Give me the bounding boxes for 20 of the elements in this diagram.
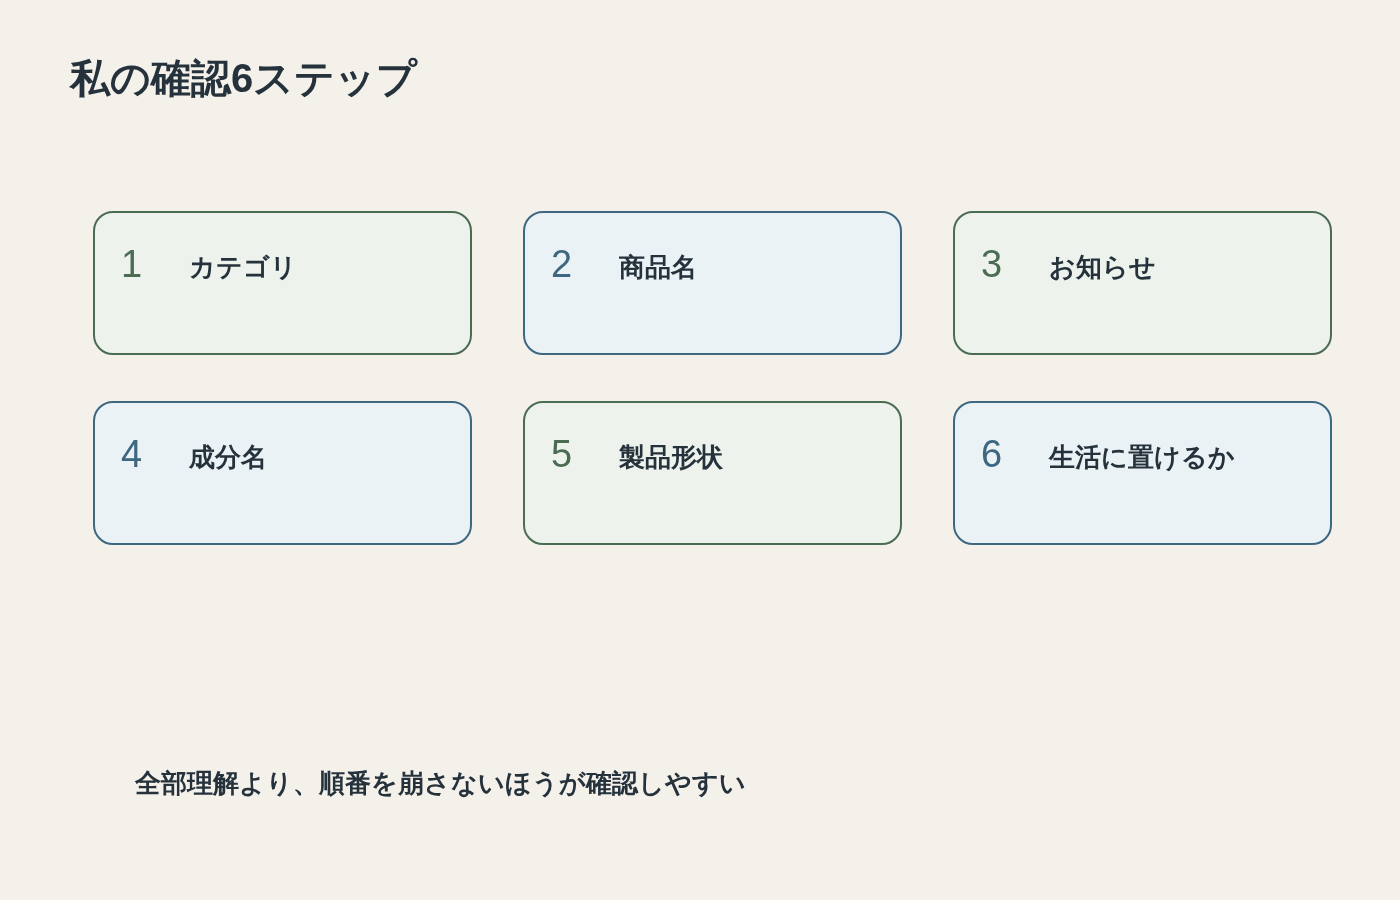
step-card (93, 211, 472, 355)
step-card (953, 211, 1332, 355)
title: 私の確認6ステップ (70, 55, 418, 102)
step-number: 2 (551, 242, 573, 287)
step-card (953, 401, 1332, 545)
step-card (523, 211, 902, 355)
step-label: 商品名 (619, 251, 698, 284)
step-label: 成分名 (189, 441, 268, 474)
step-number: 4 (121, 432, 143, 477)
step-label: カテゴリ (189, 251, 298, 284)
step-label: お知らせ (1049, 251, 1157, 284)
step-label: 製品形状 (619, 441, 724, 474)
step-card (523, 401, 902, 545)
step-card (93, 401, 472, 545)
step-number: 6 (981, 432, 1003, 477)
caption: 全部理解より、順番を崩さないほうが確認しやすい (135, 767, 746, 800)
step-number: 5 (551, 432, 573, 477)
step-label: 生活に置けるか (1049, 441, 1236, 474)
step-number: 3 (981, 242, 1003, 287)
step-number: 1 (121, 242, 143, 287)
